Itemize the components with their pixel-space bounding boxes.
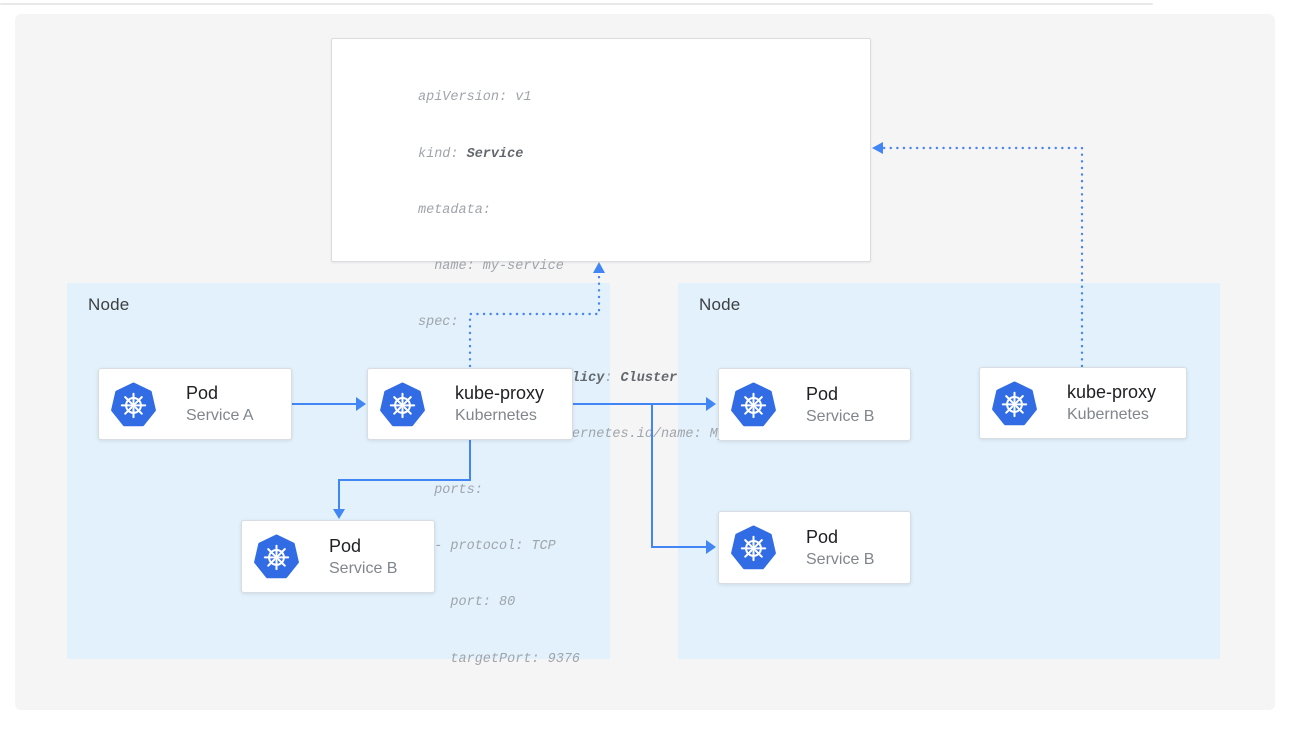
kubernetes-icon [254, 534, 299, 579]
node-box-right: Node [678, 283, 1220, 659]
top-divider-line [0, 3, 1153, 5]
card-pod-service-b-left: Pod Service B [241, 520, 435, 593]
card-subtitle: Kubernetes [1067, 406, 1149, 423]
yaml-line: targetPort: 9376 [418, 651, 581, 667]
yaml-line: spec: [418, 314, 459, 330]
card-kube-proxy-right: kube-proxy Kubernetes [979, 367, 1187, 439]
card-title: Pod [806, 526, 839, 547]
card-pod-service-b-right-2: Pod Service B [718, 511, 911, 584]
yaml-line: ports: [418, 483, 483, 499]
card-subtitle: Service B [806, 550, 875, 568]
node-label: Node [699, 295, 741, 314]
kubernetes-icon [380, 381, 425, 427]
card-subtitle: Service B [329, 559, 398, 577]
service-yaml-card: apiVersion: v1 kind: Service metadata: n… [331, 38, 871, 667]
node-label: Node [88, 295, 130, 314]
yaml-line: - protocol: TCP [418, 539, 556, 555]
yaml-line: port: 80 [418, 595, 516, 611]
yaml-line: apiVersion: v1 [418, 90, 532, 106]
card-title: kube-proxy [455, 383, 545, 403]
card-title: kube-proxy [1067, 382, 1157, 402]
card-title: Pod [806, 383, 839, 404]
yaml-line: name: my-service [418, 258, 564, 274]
kubernetes-icon [731, 525, 776, 570]
card-subtitle: Kubernetes [455, 407, 537, 424]
card-pod-service-a: Pod Service A [98, 368, 292, 440]
card-title: Pod [329, 535, 362, 556]
kubernetes-icon [992, 380, 1037, 426]
yaml-line: kind: Service [418, 146, 524, 162]
card-kube-proxy-left: kube-proxy Kubernetes [367, 368, 573, 440]
card-subtitle: Service B [806, 407, 875, 425]
card-subtitle: Service A [186, 407, 254, 424]
yaml-line: metadata: [418, 202, 491, 218]
kubernetes-icon [111, 381, 156, 427]
card-pod-service-b-right-1: Pod Service B [718, 368, 911, 441]
kubernetes-icon [731, 382, 776, 427]
card-title: Pod [186, 383, 219, 403]
